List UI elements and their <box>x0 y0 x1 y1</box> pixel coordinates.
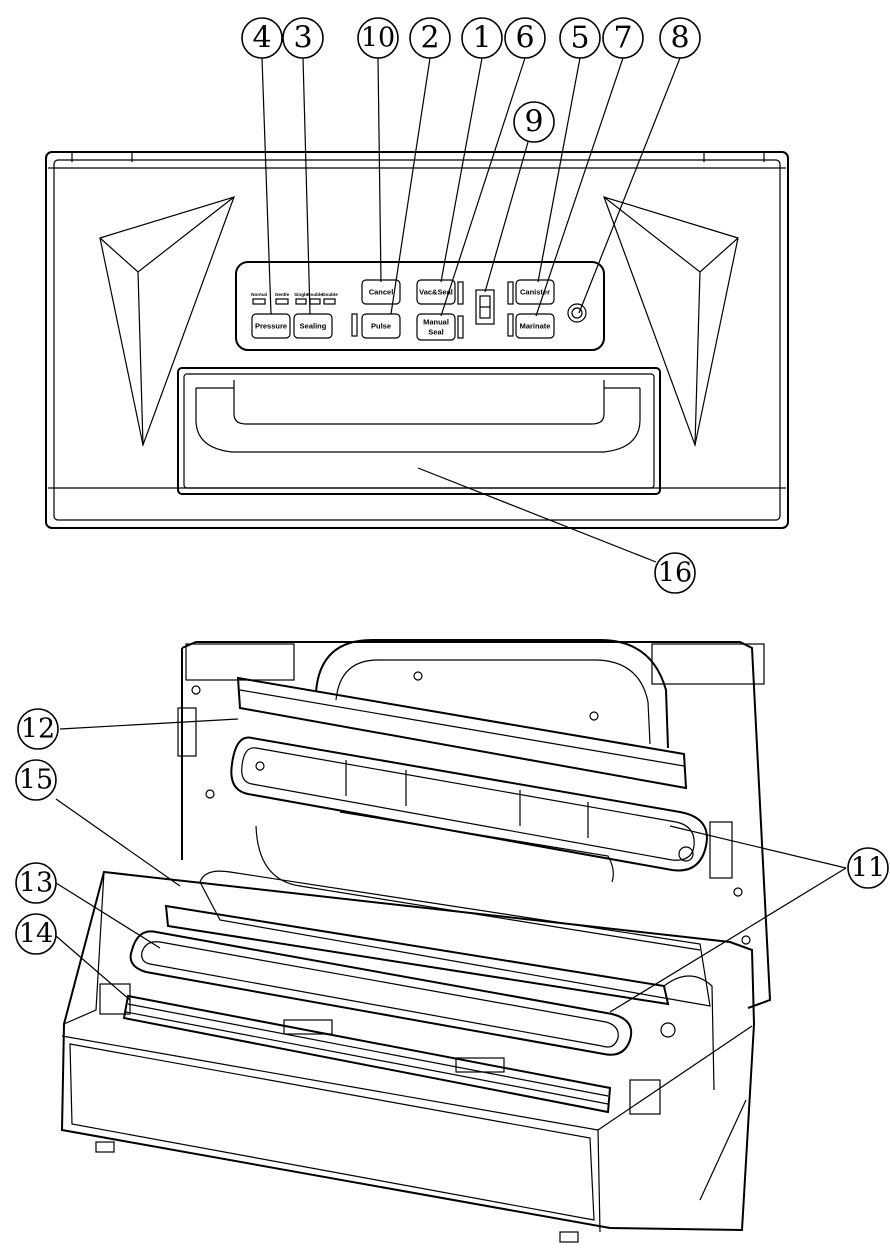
callout-16: 16 <box>654 552 696 594</box>
pulse-led <box>351 313 358 337</box>
lid-handle <box>315 639 669 749</box>
svg-text:4: 4 <box>252 21 271 56</box>
left-clip <box>283 1019 333 1035</box>
callout-7: 7 <box>602 17 644 59</box>
svg-text:3: 3 <box>293 21 312 56</box>
progress-display <box>475 289 495 325</box>
right-latch <box>709 821 733 879</box>
base-outline <box>60 870 756 1232</box>
callout-8: 8 <box>659 17 701 59</box>
callout-13: 13 <box>15 862 57 904</box>
callout-2: 2 <box>409 17 451 59</box>
callout-14: 14 <box>15 913 57 955</box>
vac-seal-button[interactable]: Vac&Seal <box>416 279 456 305</box>
led-normal <box>252 298 266 305</box>
svg-text:16: 16 <box>658 558 692 589</box>
svg-text:Cancel: Cancel <box>369 288 394 297</box>
bag-cutter-bar <box>164 904 670 1006</box>
marinate-led <box>507 313 514 337</box>
callout-leaders-bottom <box>55 718 847 1013</box>
callout-12: 12 <box>17 708 59 750</box>
callout-10: 10 <box>357 17 399 59</box>
front-handle <box>177 367 661 495</box>
svg-text:Pressure: Pressure <box>255 322 287 331</box>
pressure-button[interactable]: Pressure <box>251 313 291 339</box>
callout-6: 6 <box>504 17 546 59</box>
svg-text:14: 14 <box>19 919 53 950</box>
right-clip <box>455 1057 505 1073</box>
svg-text:Manual: Manual <box>423 318 449 327</box>
svg-text:12: 12 <box>21 714 55 745</box>
callout-3: 3 <box>282 17 324 59</box>
svg-text:6: 6 <box>515 21 534 56</box>
svg-text:5: 5 <box>570 21 589 56</box>
svg-text:8: 8 <box>670 21 689 56</box>
manual-seal-led <box>457 315 464 339</box>
svg-text:1: 1 <box>472 21 491 56</box>
callout-5: 5 <box>559 17 601 59</box>
svg-text:2: 2 <box>420 21 439 56</box>
callout-15: 15 <box>15 759 57 801</box>
led-label-normal: Normal <box>251 292 267 297</box>
led-label-gentle: Gentle <box>275 292 290 297</box>
pulse-button[interactable]: Pulse <box>361 313 401 339</box>
lid-gasket <box>230 736 708 872</box>
front-body-outline <box>45 151 789 529</box>
bag-roll <box>199 870 711 1007</box>
led-double-2 <box>323 298 336 305</box>
led-single <box>295 298 307 305</box>
svg-text:13: 13 <box>19 868 53 899</box>
marinate-button[interactable]: Marinate <box>515 313 555 339</box>
svg-text:Marinate: Marinate <box>520 322 551 331</box>
left-latch <box>177 707 197 757</box>
callout-11: 11 <box>847 847 889 889</box>
base-front-panel <box>69 1043 595 1221</box>
callout-4: 4 <box>241 17 283 59</box>
accessory-port <box>567 303 587 323</box>
callout-1: 1 <box>461 17 503 59</box>
heating-strip <box>122 994 612 1114</box>
control-panel <box>235 261 605 351</box>
svg-text:Seal: Seal <box>428 328 443 337</box>
callout-9: 9 <box>513 101 555 143</box>
front-view: Normal Gentle Single Double Double Press… <box>45 57 789 563</box>
led-label-single: Single <box>294 292 308 297</box>
led-double-1 <box>309 298 321 305</box>
lid-outline <box>181 641 772 1009</box>
right-triangle-decor <box>603 196 739 448</box>
led-label-double-2: Double <box>322 292 338 297</box>
lid-right-corner <box>651 643 765 685</box>
sealing-button[interactable]: Sealing <box>293 313 333 339</box>
svg-text:Canister: Canister <box>520 288 550 297</box>
svg-text:Pulse: Pulse <box>371 322 391 331</box>
svg-text:15: 15 <box>19 765 53 796</box>
base-port <box>660 1022 676 1038</box>
svg-text:9: 9 <box>524 105 543 140</box>
open-view <box>55 639 847 1243</box>
led-gentle <box>275 298 289 305</box>
svg-text:10: 10 <box>361 23 395 54</box>
lid-left-corner <box>185 643 295 681</box>
svg-text:7: 7 <box>613 21 632 56</box>
canister-button[interactable]: Canister <box>515 279 555 305</box>
vac-seal-led <box>457 281 464 305</box>
led-label-double-1: Double <box>307 292 323 297</box>
svg-text:11: 11 <box>851 853 885 884</box>
manual-seal-button[interactable]: Manual Seal <box>416 313 456 341</box>
callout-leaders-top <box>261 57 681 563</box>
lower-gasket <box>129 930 633 1056</box>
svg-text:Vac&Seal: Vac&Seal <box>419 288 453 297</box>
left-triangle-decor <box>99 196 235 448</box>
canister-led <box>507 281 514 305</box>
svg-text:Sealing: Sealing <box>300 322 327 331</box>
upper-seal-strip <box>236 676 688 790</box>
front-body-inner <box>53 159 781 521</box>
